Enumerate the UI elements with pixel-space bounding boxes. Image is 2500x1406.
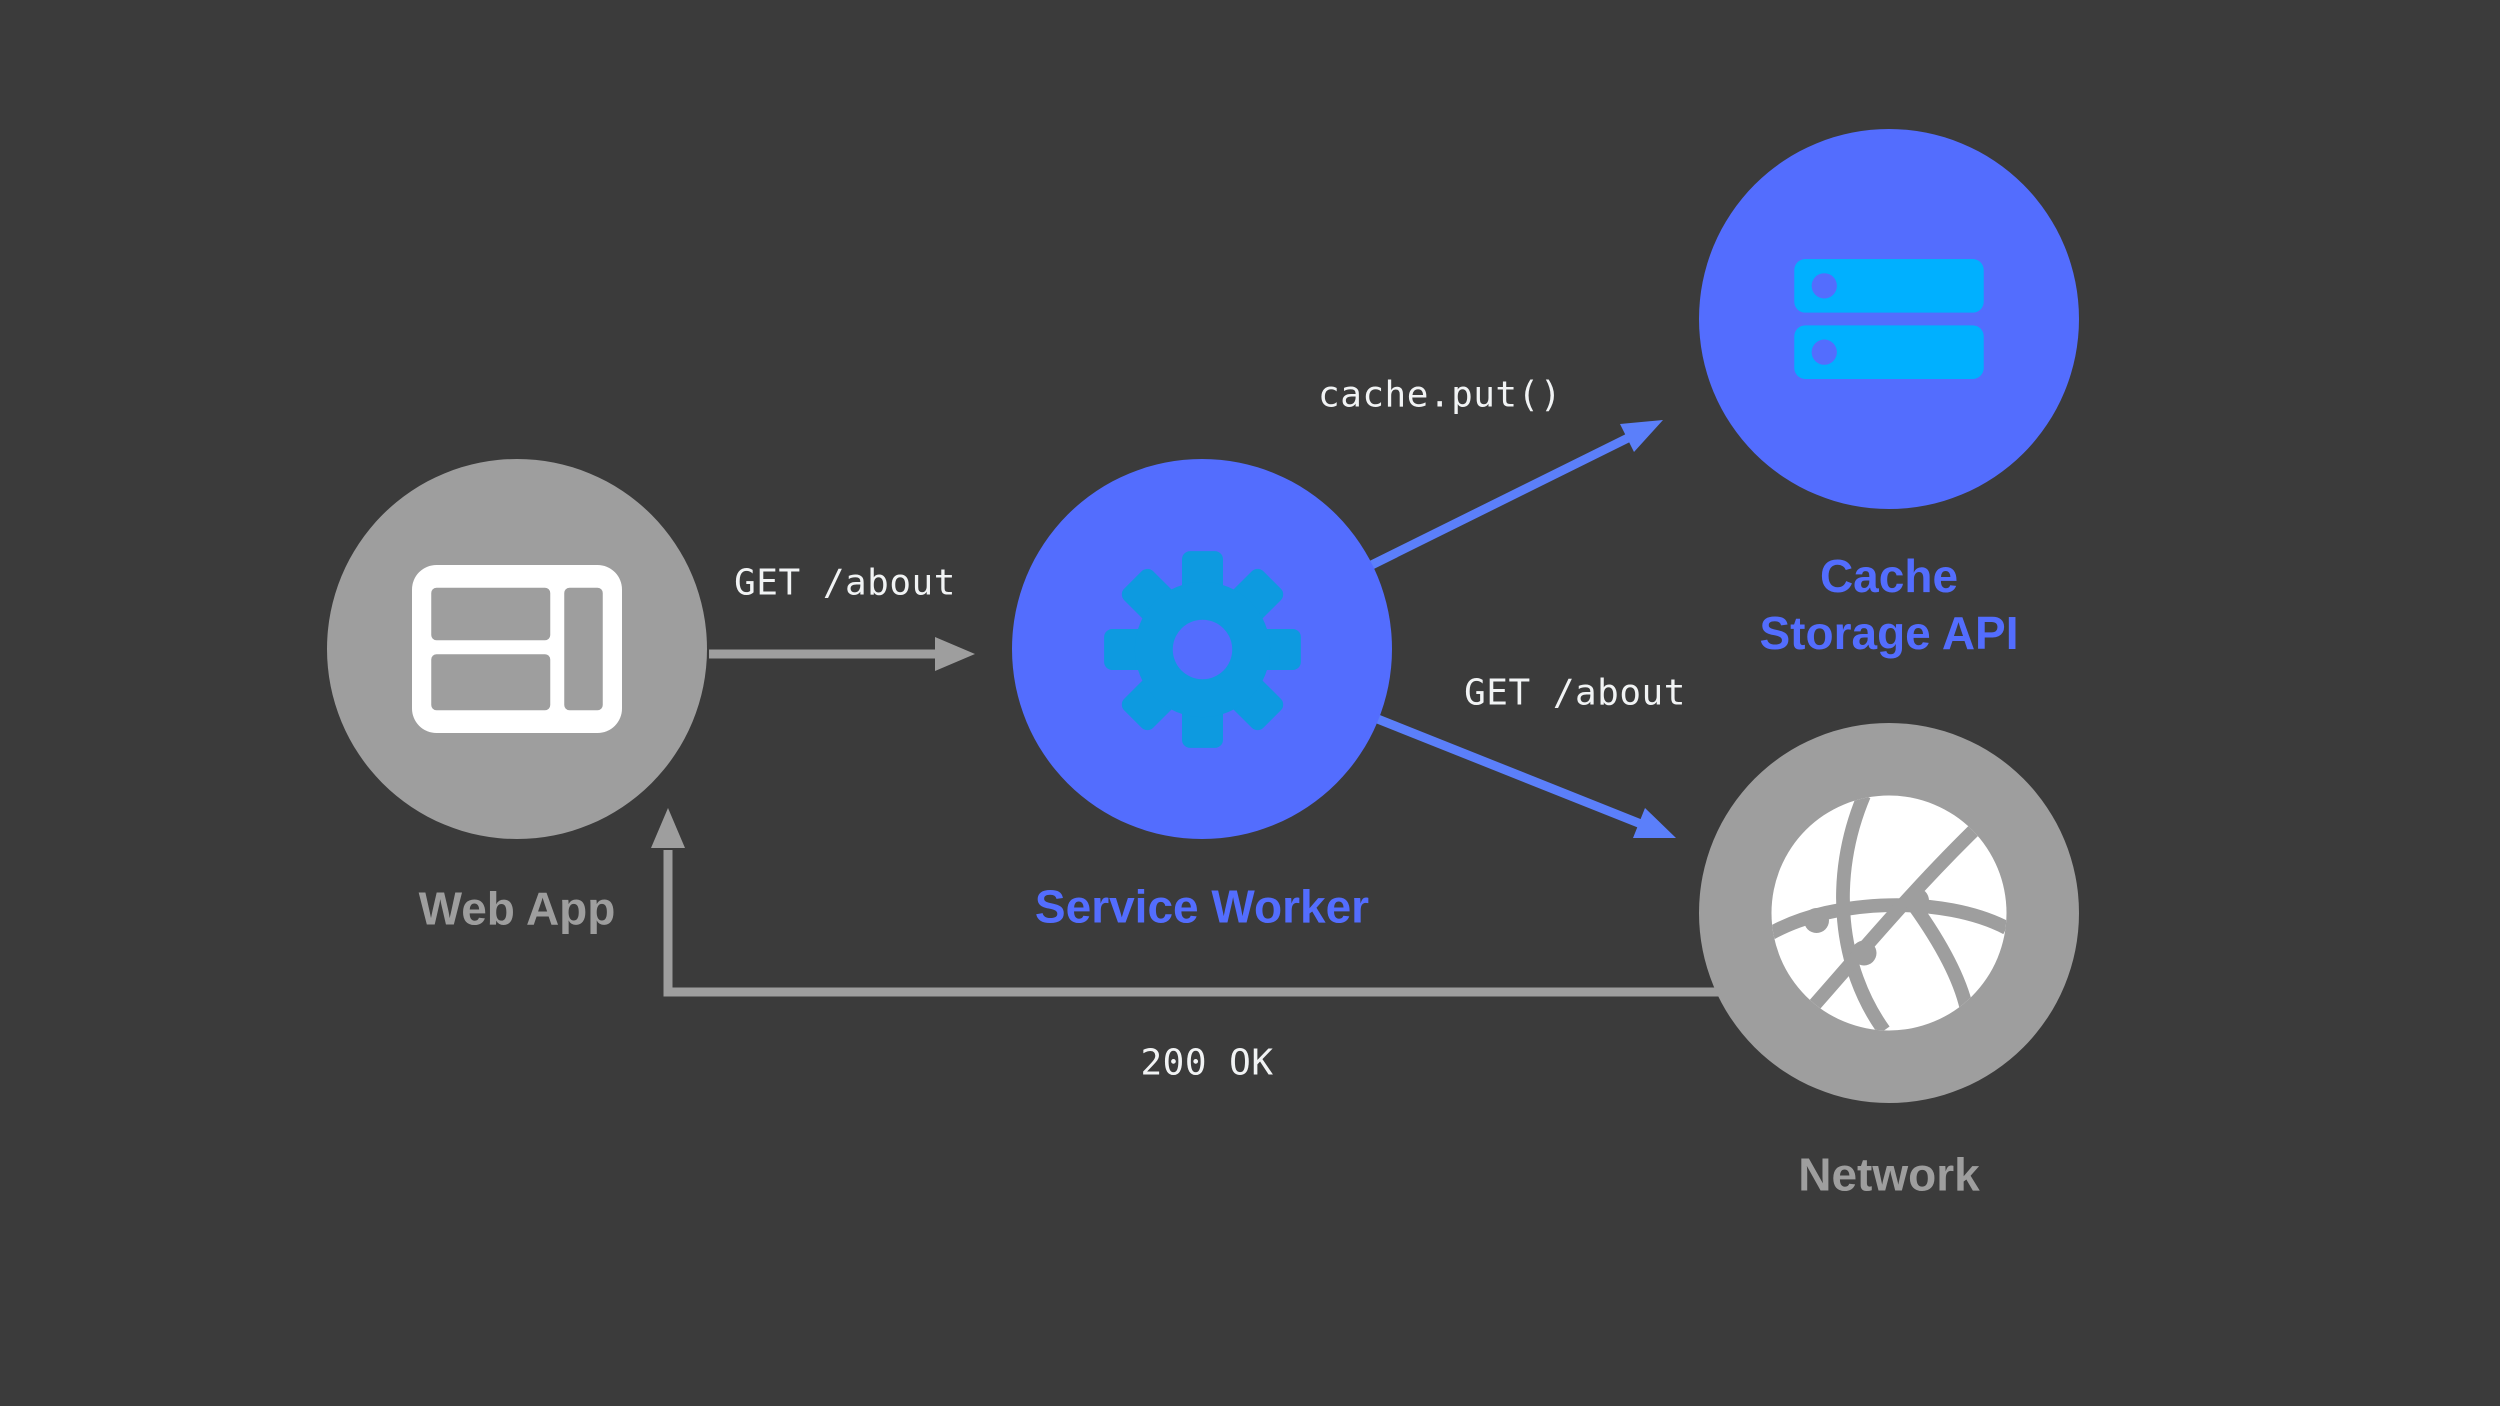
node-label-cache-line1: Cache (1819, 550, 1959, 602)
edge-label-cache-put: cache.put() (1318, 374, 1562, 416)
edge-label-200-ok: 200 OK (1140, 1042, 1274, 1084)
storage-icon (1794, 259, 1984, 379)
edge-label-get-about-request: GET /about (734, 562, 956, 604)
node-label-network: Network (1798, 1148, 1980, 1201)
node-label-cache-line2: Storage API (1759, 607, 2019, 659)
node-label-service-worker: Service Worker (1034, 880, 1370, 933)
node-cache-storage (1699, 129, 2079, 509)
globe-icon (1771, 795, 2007, 1031)
arrow-webapp-to-serviceworker (709, 637, 975, 671)
node-web-app (327, 459, 707, 839)
node-network (1699, 723, 2079, 1103)
edge-label-get-about-network: GET /about (1464, 672, 1686, 714)
gear-icon (1103, 550, 1301, 748)
node-label-web-app: Web App (418, 882, 616, 935)
arrow-network-to-webapp (651, 808, 1889, 997)
browser-icon (412, 565, 622, 733)
node-service-worker (1012, 459, 1392, 839)
node-label-cache-storage: Cache Storage API (1759, 548, 2018, 662)
